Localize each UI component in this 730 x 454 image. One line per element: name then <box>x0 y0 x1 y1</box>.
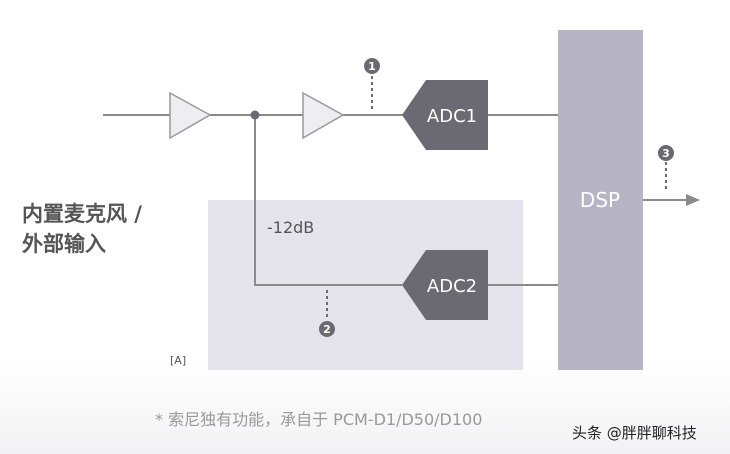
adc1-label: ADC1 <box>427 106 477 127</box>
marker-1: 1 <box>364 58 380 74</box>
adc2-block <box>402 250 488 320</box>
output-arrow-icon <box>686 194 700 206</box>
junction-node <box>250 110 260 120</box>
svg-text:2: 2 <box>323 323 331 336</box>
attenuation-label: -12dB <box>267 218 314 237</box>
adc1-block <box>402 80 488 150</box>
dsp-block <box>558 30 643 370</box>
input-label-line2: 外部输入 <box>22 232 106 256</box>
amplifier-2 <box>302 91 345 140</box>
dsp-label: DSP <box>580 188 620 212</box>
svg-text:1: 1 <box>368 60 376 73</box>
watermark: 头条 @胖胖聊科技 <box>572 424 697 442</box>
box-label: [A] <box>170 354 186 367</box>
marker-2: 2 <box>319 321 335 337</box>
input-label-line1: 内置麦克风 / <box>22 202 142 226</box>
svg-text:3: 3 <box>662 147 670 160</box>
branch-signal-line <box>254 115 402 286</box>
amplifier-1 <box>169 91 212 140</box>
adc2-label: ADC2 <box>427 276 477 297</box>
marker-3: 3 <box>658 145 674 161</box>
footnote: * 索尼独有功能，承自于 PCM-D1/D50/D100 <box>155 410 482 429</box>
